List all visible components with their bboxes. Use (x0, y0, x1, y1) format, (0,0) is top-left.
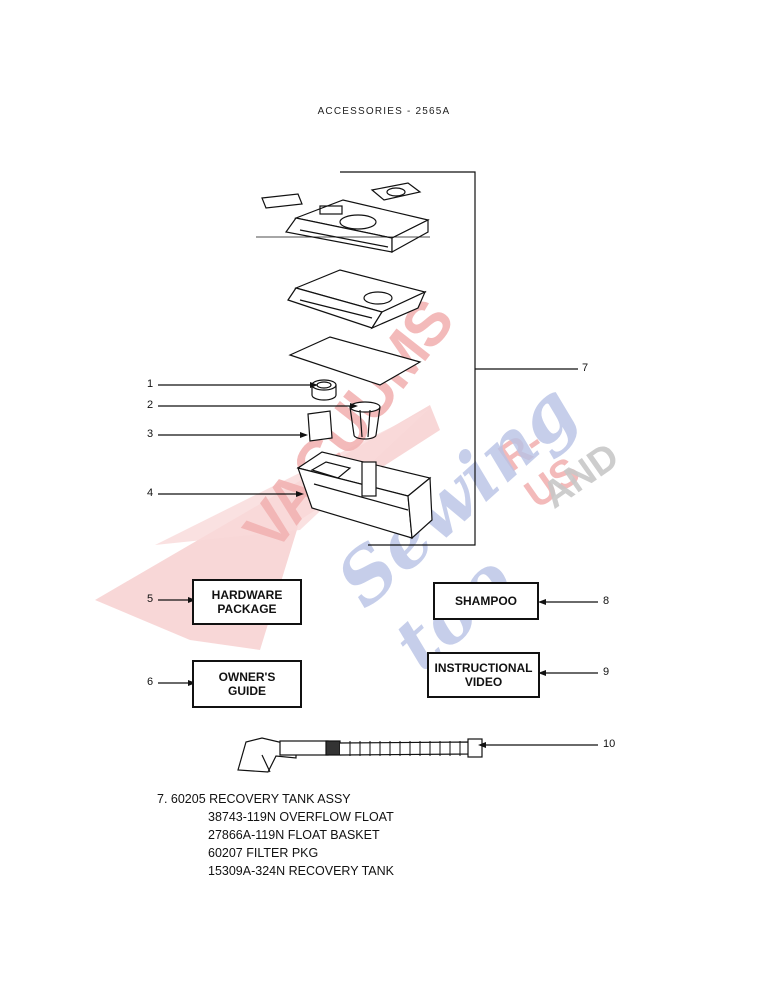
callout-9: 9 (603, 666, 610, 678)
callout-3: 3 (147, 428, 154, 440)
recovery-tank-part (296, 451, 433, 540)
callout-10: 10 (603, 738, 616, 750)
parts-notes: 7. 60205 RECOVERY TANK ASSY 38743-119N O… (157, 790, 394, 880)
callout-5: 5 (147, 593, 154, 605)
notes-line-2: 38743-119N OVERFLOW FLOAT (208, 810, 394, 824)
filter-sheet-part (288, 336, 422, 386)
callout-4: 4 (147, 487, 154, 499)
shampoo-box: SHAMPOO (433, 582, 539, 620)
overflow-float-part (311, 379, 337, 401)
owners-guide-box: OWNER'S GUIDE (192, 660, 302, 708)
notes-line-3: 27866A-119N FLOAT BASKET (208, 828, 380, 842)
callout-7: 7 (582, 362, 589, 374)
gasket-part (261, 193, 303, 209)
page-title: ACCESSORIES - 2565A (317, 106, 451, 117)
assembly-bracket-line (340, 171, 476, 546)
notes-line-4: 60207 FILTER PKG (208, 846, 319, 860)
notes-line-1: 7. 60205 RECOVERY TANK ASSY (157, 792, 351, 806)
callout-8: 8 (603, 595, 610, 607)
callout-1: 1 (147, 378, 154, 390)
callout-6: 6 (147, 676, 154, 688)
filter-tray-part (287, 269, 427, 330)
lid-seal-part (370, 182, 422, 201)
instructional-video-box: INSTRUCTIONAL VIDEO (427, 652, 540, 698)
top-lid-part (284, 199, 430, 254)
float-basket-part (349, 401, 381, 440)
filter-pkg-part (307, 410, 333, 442)
notes-line-5: 15309A-324N RECOVERY TANK (208, 864, 394, 878)
spray-wand-hose-part (237, 737, 483, 773)
hardware-package-box: HARDWARE PACKAGE (192, 579, 302, 625)
callout-2: 2 (147, 399, 154, 411)
